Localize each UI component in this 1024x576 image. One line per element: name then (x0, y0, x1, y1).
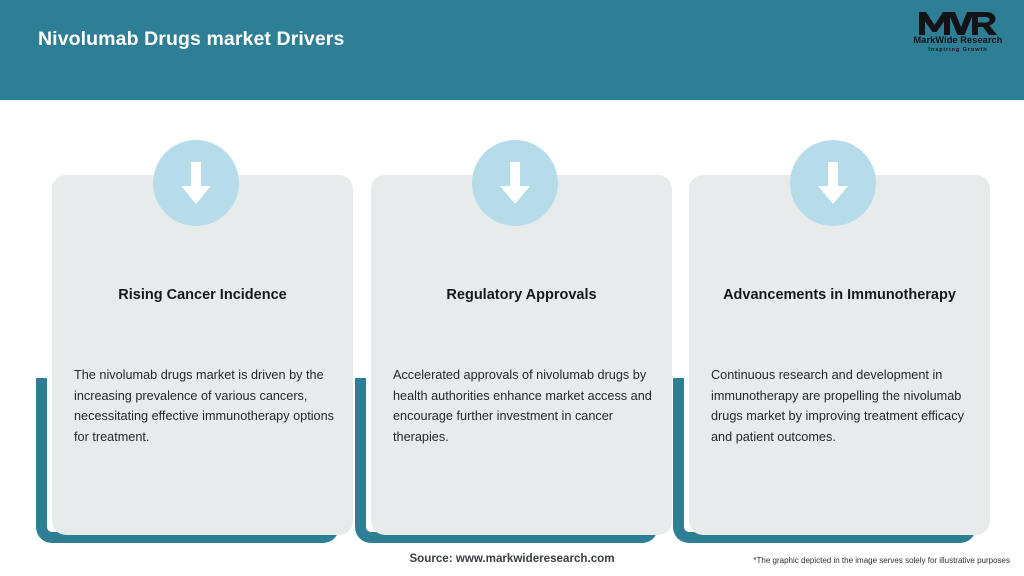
driver-card-3[interactable]: Advancements in Immunotherapy Continuous… (673, 140, 993, 545)
disclaimer-note: *The graphic depicted in the image serve… (753, 556, 1010, 565)
logo-tagline: Inspiring Growth (928, 46, 988, 53)
card-body-text: Accelerated approvals of nivolumab drugs… (393, 368, 652, 444)
card-surface: Rising Cancer Incidence The nivolumab dr… (52, 175, 353, 535)
down-arrow-icon (790, 140, 876, 226)
card-surface: Advancements in Immunotherapy Continuous… (689, 175, 990, 535)
card-body-text: Continuous research and development in i… (711, 368, 964, 444)
card-title: Regulatory Approvals (446, 287, 597, 303)
down-arrow-icon (153, 140, 239, 226)
card-surface: Regulatory Approvals Accelerated approva… (371, 175, 672, 535)
brand-logo: MarkWide Research Inspiring Growth (906, 6, 1010, 58)
down-arrow-glyph (818, 162, 848, 204)
driver-card-2[interactable]: Regulatory Approvals Accelerated approva… (355, 140, 675, 545)
page-title: Nivolumab Drugs market Drivers (38, 28, 345, 50)
down-arrow-icon (472, 140, 558, 226)
mwr-monogram-icon (919, 12, 997, 36)
header-bar: Nivolumab Drugs market Drivers MarkWide … (0, 0, 1024, 100)
source-label: Source: www.markwideresearch.com (409, 552, 615, 565)
down-arrow-glyph (181, 162, 211, 204)
driver-card-1[interactable]: Rising Cancer Incidence The nivolumab dr… (36, 140, 356, 545)
down-arrow-glyph (500, 162, 530, 204)
card-body-text: The nivolumab drugs market is driven by … (74, 368, 335, 444)
card-title: Rising Cancer Incidence (118, 287, 287, 303)
logo-company-name: MarkWide Research (913, 35, 1003, 46)
card-title: Advancements in Immunotherapy (723, 287, 956, 303)
